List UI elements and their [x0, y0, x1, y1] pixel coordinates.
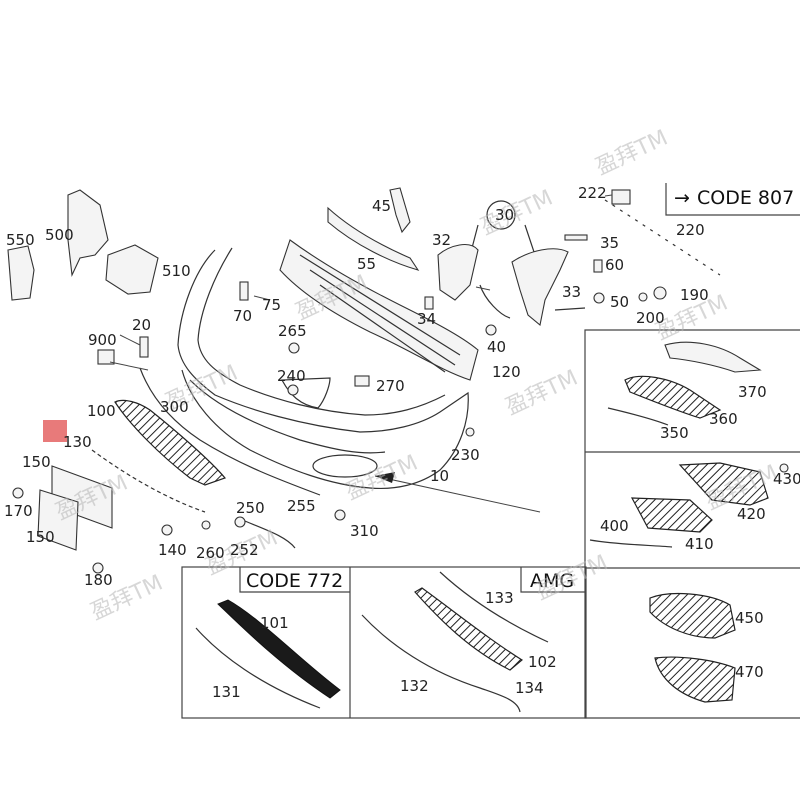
label-550: 550 — [6, 231, 35, 249]
bumper-cover — [177, 247, 469, 490]
label-180: 180 — [84, 571, 113, 589]
label-55: 55 — [357, 255, 376, 273]
label-132: 132 — [400, 677, 429, 695]
label-270: 270 — [376, 377, 405, 395]
code-772-parts — [195, 599, 341, 709]
label-900: 900 — [88, 331, 117, 349]
label-500: 500 — [45, 226, 74, 244]
label-75: 75 — [262, 296, 281, 314]
label-131: 131 — [212, 683, 241, 701]
label-410: 410 — [685, 535, 714, 553]
leader-lines — [109, 194, 613, 513]
label-30: 30 — [495, 206, 514, 224]
label-35: 35 — [600, 234, 619, 252]
bottom-panels: CODE 772 AMG — [181, 566, 587, 719]
label-100: 100 — [87, 402, 116, 420]
label-240: 240 — [277, 367, 306, 385]
label-102: 102 — [528, 653, 557, 671]
label-260: 260 — [196, 544, 225, 562]
label-430: 430 — [773, 470, 800, 488]
lower-grille — [114, 399, 227, 486]
impact-absorber — [279, 239, 479, 381]
label-150-upper: 150 — [22, 453, 51, 471]
label-20: 20 — [132, 316, 151, 334]
label-50: 50 — [610, 293, 629, 311]
label-32: 32 — [432, 231, 451, 249]
fog-grille-group — [589, 462, 769, 548]
label-255: 255 — [287, 497, 316, 515]
fasteners — [12, 189, 789, 574]
label-40: 40 — [487, 338, 506, 356]
label-350: 350 — [660, 424, 689, 442]
label-470: 470 — [735, 663, 764, 681]
label-140: 140 — [158, 541, 187, 559]
svg-text:盈拜TM: 盈拜TM — [342, 450, 422, 505]
support-beam — [327, 206, 420, 271]
label-45: 45 — [372, 197, 391, 215]
label-10: 10 — [430, 467, 449, 485]
label-150-lower: 150 — [26, 528, 55, 546]
label-130: 130 — [63, 433, 92, 451]
fog-surround-group — [607, 341, 762, 426]
label-222: 222 — [578, 184, 607, 202]
label-200: 200 — [636, 309, 665, 327]
highlight-marker — [43, 420, 67, 442]
label-33: 33 — [562, 283, 581, 301]
amg-parts — [361, 571, 549, 713]
svg-text:盈拜TM: 盈拜TM — [532, 550, 612, 605]
label-230: 230 — [451, 446, 480, 464]
label-101: 101 — [260, 614, 289, 632]
label-300: 300 — [160, 398, 189, 416]
plate-bracket-lower — [37, 489, 79, 551]
label-265: 265 — [278, 322, 307, 340]
label-190: 190 — [680, 286, 709, 304]
label-370: 370 — [738, 383, 767, 401]
trim-strip-130 — [91, 449, 206, 513]
code-807-label: CODE 807 — [697, 187, 794, 209]
amg-fog-grille-group — [649, 592, 736, 703]
label-250: 250 — [236, 499, 265, 517]
code-807-arrow: → — [674, 187, 690, 209]
left-brackets — [7, 189, 159, 301]
part-labels: 550 500 510 45 55 30 32 222 220 35 60 33… — [4, 184, 800, 701]
label-420: 420 — [737, 505, 766, 523]
label-450: 450 — [735, 609, 764, 627]
code-772-label: CODE 772 — [246, 570, 343, 592]
label-34: 34 — [417, 310, 436, 328]
svg-text:盈拜TM: 盈拜TM — [592, 125, 672, 180]
cable-300 — [139, 367, 321, 496]
label-133: 133 — [485, 589, 514, 607]
svg-text:盈拜TM: 盈拜TM — [477, 185, 557, 240]
amg-label: AMG — [530, 570, 574, 592]
label-310: 310 — [350, 522, 379, 540]
code-807-box: → CODE 807 — [665, 183, 800, 216]
label-170: 170 — [4, 502, 33, 520]
label-360: 360 — [709, 410, 738, 428]
side-brackets — [437, 200, 586, 327]
label-120: 120 — [492, 363, 521, 381]
label-134: 134 — [515, 679, 544, 697]
label-70: 70 — [233, 307, 252, 325]
label-252: 252 — [230, 541, 259, 559]
bracket-45 — [389, 187, 411, 234]
label-400: 400 — [600, 517, 629, 535]
label-60: 60 — [605, 256, 624, 274]
plate-bracket-upper — [51, 465, 113, 529]
right-panels — [584, 329, 800, 719]
label-510: 510 — [162, 262, 191, 280]
label-220: 220 — [676, 221, 705, 239]
